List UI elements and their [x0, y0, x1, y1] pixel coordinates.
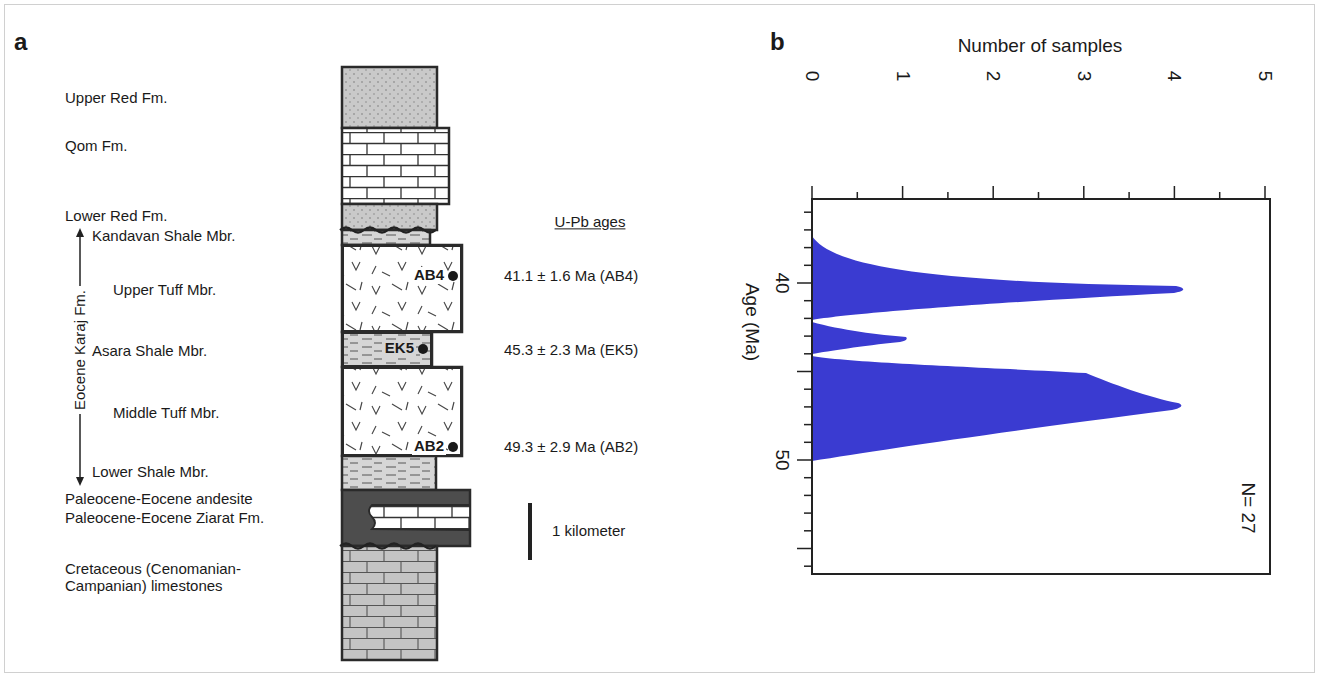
axis-tick — [804, 424, 812, 426]
text-label: b — [770, 28, 785, 56]
text-label: Paleocene-Eocene Ziarat Fm. — [65, 509, 264, 526]
text-label: Lower Red Fm. — [65, 207, 168, 224]
text-label: Middle Tuff Mbr. — [113, 404, 219, 421]
sample-id: AB4 — [412, 267, 446, 284]
axis-tick — [804, 495, 812, 497]
text-label: Kandavan Shale Mbr. — [92, 227, 235, 244]
sample-dot — [418, 344, 428, 354]
axis-tick — [804, 388, 812, 390]
axis-tick — [804, 512, 812, 514]
axis-tick — [1038, 192, 1040, 199]
axis-tick — [804, 265, 812, 267]
axis-tick — [804, 211, 812, 213]
axis-tick — [1083, 186, 1085, 199]
text-label: 2 — [982, 71, 1004, 82]
text-label: 0 — [801, 71, 823, 82]
axis-tick — [947, 192, 949, 199]
text-label: 5 — [1254, 71, 1276, 82]
axis-tick — [804, 442, 812, 444]
text-label: Upper Red Fm. — [65, 89, 168, 106]
sample-dot — [448, 271, 458, 281]
text-label: Upper Tuff Mbr. — [113, 281, 216, 298]
text-label: Age (Ma) — [741, 283, 763, 361]
text-label: U-Pb ages — [555, 213, 626, 230]
rock-unit: AB2 — [342, 367, 462, 456]
text-label: Eocene Karaj Fm. — [71, 290, 88, 410]
axis-tick — [797, 371, 812, 373]
sample-id: EK5 — [383, 340, 416, 357]
axis-tick — [811, 186, 813, 199]
text-label: 3 — [1073, 71, 1095, 82]
text-label: 45.3 ± 2.3 Ma (EK5) — [504, 341, 638, 358]
axis-tick — [797, 459, 812, 461]
text-label: Qom Fm. — [65, 137, 128, 154]
text-label: Paleocene-Eocene andesite — [65, 490, 253, 507]
axis-tick — [992, 186, 994, 199]
axis-tick — [804, 353, 812, 355]
axis-tick — [804, 300, 812, 302]
rock-unit: EK5 — [342, 332, 432, 367]
rock-unit: AB4 — [342, 245, 462, 332]
axis-tick — [804, 477, 812, 479]
axis-tick — [857, 192, 859, 199]
axis-tick — [804, 247, 812, 249]
axis-tick — [804, 318, 812, 320]
axis-tick — [804, 406, 812, 408]
age-density — [812, 236, 1183, 461]
text-label: N= 27 — [1237, 482, 1259, 533]
text-label: 50 — [771, 449, 793, 470]
text-label: a — [14, 28, 27, 56]
axis-tick — [804, 335, 812, 337]
text-label: Lower Shale Mbr. — [92, 463, 209, 480]
axis-tick — [797, 548, 812, 550]
text-label: Number of samples — [958, 35, 1123, 57]
text-label: 41.1 ± 1.6 Ma (AB4) — [504, 267, 638, 284]
text-label: 1 kilometer — [552, 522, 625, 539]
axis-tick — [1128, 192, 1130, 199]
axis-tick — [804, 530, 812, 532]
sample-dot — [448, 442, 458, 452]
text-label: 49.3 ± 2.9 Ma (AB2) — [504, 438, 638, 455]
axis-tick — [797, 282, 812, 284]
text-label: Asara Shale Mbr. — [92, 342, 207, 359]
text-label: Cretaceous (Cenomanian-Campanian) limest… — [65, 560, 305, 595]
axis-tick — [804, 565, 812, 567]
text-label: 40 — [771, 272, 793, 293]
text-label: 4 — [1163, 71, 1185, 82]
axis-tick — [1219, 192, 1221, 199]
strat-column — [342, 67, 470, 660]
axis-tick — [804, 229, 812, 231]
axis-tick — [1174, 186, 1176, 199]
sample-id: AB2 — [412, 438, 446, 455]
text-label: 1 — [892, 71, 914, 82]
axis-tick — [902, 186, 904, 199]
axis-tick — [1264, 186, 1266, 199]
